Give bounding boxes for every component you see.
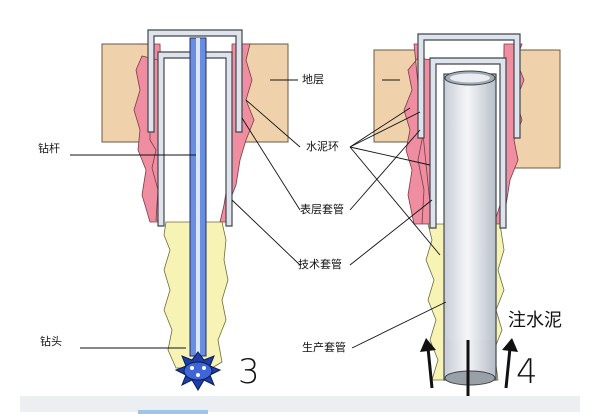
label-inject-cement: 注水泥 <box>508 310 562 331</box>
right-well <box>373 33 561 410</box>
bottom-toolbar-chip <box>138 410 208 414</box>
step-number-3: 3 <box>238 352 260 392</box>
technical-casing-right <box>429 57 507 229</box>
label-cement-ring: 水泥环 <box>306 140 339 153</box>
label-production-casing: 生产套管 <box>302 341 346 354</box>
leader-lines <box>70 79 447 349</box>
label-drill-bit: 钻头 <box>40 335 62 348</box>
label-technical-casing: 技术套管 <box>298 258 342 271</box>
left-well <box>101 29 289 391</box>
technical-casing-left <box>157 51 233 227</box>
drill-bit <box>174 351 222 391</box>
label-drill-pipe: 钻杆 <box>38 142 60 155</box>
label-formation: 地层 <box>302 73 324 86</box>
surface-casing-left <box>147 29 243 133</box>
step-number-4: 4 <box>516 352 538 392</box>
label-surface-casing: 表层套管 <box>300 203 344 216</box>
bottom-toolbar-strip <box>20 396 580 412</box>
production-casing <box>443 73 497 381</box>
surface-casing-right <box>417 33 521 139</box>
